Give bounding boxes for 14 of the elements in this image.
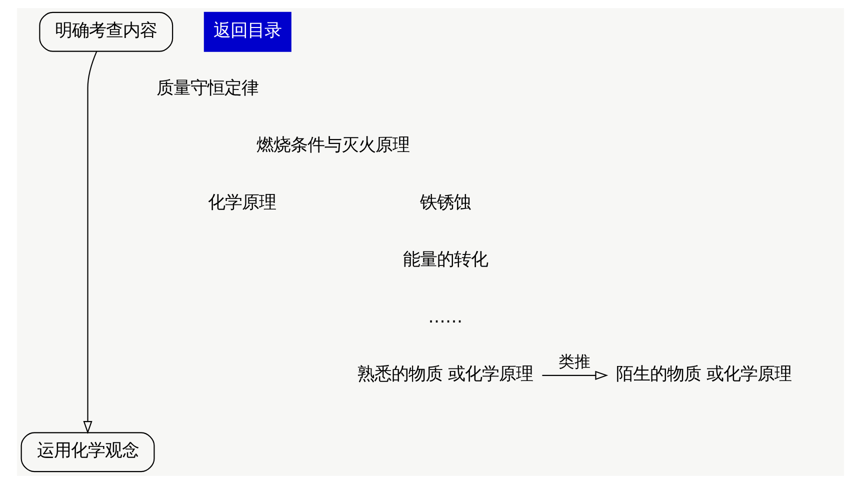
label: 质量守恒定律 <box>156 78 258 98</box>
node-text: 陌生的物质 或化学原理 <box>615 364 791 385</box>
label: 返回目录 <box>213 20 282 41</box>
arrow <box>82 51 97 434</box>
label: 能量的转化 <box>402 250 488 270</box>
edge-label: 类推 <box>558 352 590 371</box>
node-text: 熟悉的物质 或化学原理 <box>357 364 533 385</box>
label: 燃烧条件与灭火原理 <box>256 136 409 156</box>
node-box: 运用化学观念 <box>20 432 154 472</box>
label: 铁锈蚀 <box>419 192 470 213</box>
arrow <box>542 370 608 380</box>
node-box: 明确考查内容 <box>38 12 173 52</box>
label: 化学原理 <box>208 192 276 213</box>
label: …… <box>428 307 462 328</box>
